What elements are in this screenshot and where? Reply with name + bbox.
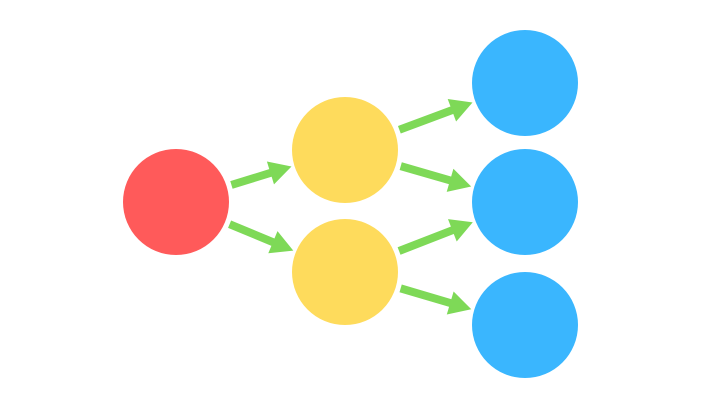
arrow-head xyxy=(448,219,473,242)
arrow-shaft xyxy=(399,162,454,185)
arrow-mid-bottom-to-leaf-bottom xyxy=(399,284,472,315)
arrow-mid-top-to-leaf-middle xyxy=(399,162,472,192)
arrow-shaft xyxy=(397,225,456,255)
node-mid-bottom xyxy=(292,219,398,325)
arrow-head xyxy=(268,231,294,254)
arrow-root-to-mid-top xyxy=(230,161,292,189)
arrow-head xyxy=(446,291,472,315)
node-leaf-top xyxy=(472,30,578,136)
arrow-shaft xyxy=(228,220,277,247)
arrow-head xyxy=(266,161,292,185)
node-leaf-bottom xyxy=(472,272,578,378)
node-mid-top xyxy=(292,97,398,203)
node-root xyxy=(123,149,229,255)
arrow-shaft xyxy=(397,105,456,134)
arrow-mid-bottom-to-leaf-middle xyxy=(397,219,473,255)
arrow-shaft xyxy=(399,284,454,308)
arrow-shaft xyxy=(230,168,274,189)
arrow-head xyxy=(447,99,473,122)
arrow-mid-top-to-leaf-top xyxy=(397,99,473,134)
node-leaf-middle xyxy=(472,149,578,255)
arrow-root-to-mid-bottom xyxy=(228,220,294,254)
arrow-head xyxy=(446,168,472,192)
